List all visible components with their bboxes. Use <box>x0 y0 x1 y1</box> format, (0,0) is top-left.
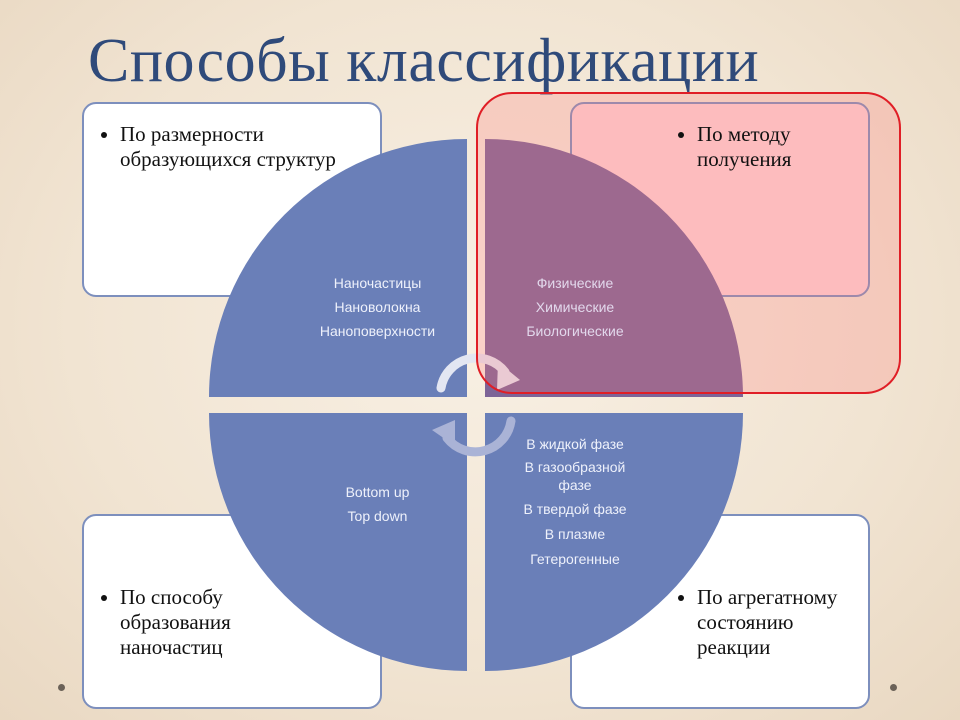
quadrant-bottom-left-text: Bottom up Top down <box>345 484 410 524</box>
box-bottom-left-text: По способу образования наночастиц <box>120 585 231 659</box>
decor-dot-right <box>890 684 897 691</box>
slide-title: Способы классификации <box>88 27 760 95</box>
decor-dot-left <box>58 684 65 691</box>
quadrant-top-right <box>485 139 743 397</box>
quadrant-bottom-right-text: В жидкой фазе В газообразной фазе В твер… <box>523 436 627 567</box>
quadrant-top-left <box>209 139 467 397</box>
box-top-left-text: По размерности образующихся структур <box>120 122 336 171</box>
quadrant-top-left-text: Наночастицы Нановолокна Наноповерхности <box>319 275 436 339</box>
bullet-bottom-left <box>101 595 107 601</box>
bullet-bottom-right <box>678 595 684 601</box>
bullet-top-right <box>678 132 684 138</box>
box-bottom-right-text: По агрегатному состоянию реакции <box>697 585 838 659</box>
quadrant-bottom-right <box>485 413 743 671</box>
quadrant-top-right-text: Физические Химические Биологические <box>526 275 624 339</box>
box-top-right-text: По методу получения <box>697 122 792 171</box>
quadrant-bottom-left <box>209 413 467 671</box>
bullet-top-left <box>101 132 107 138</box>
highlight-frame <box>476 92 901 394</box>
